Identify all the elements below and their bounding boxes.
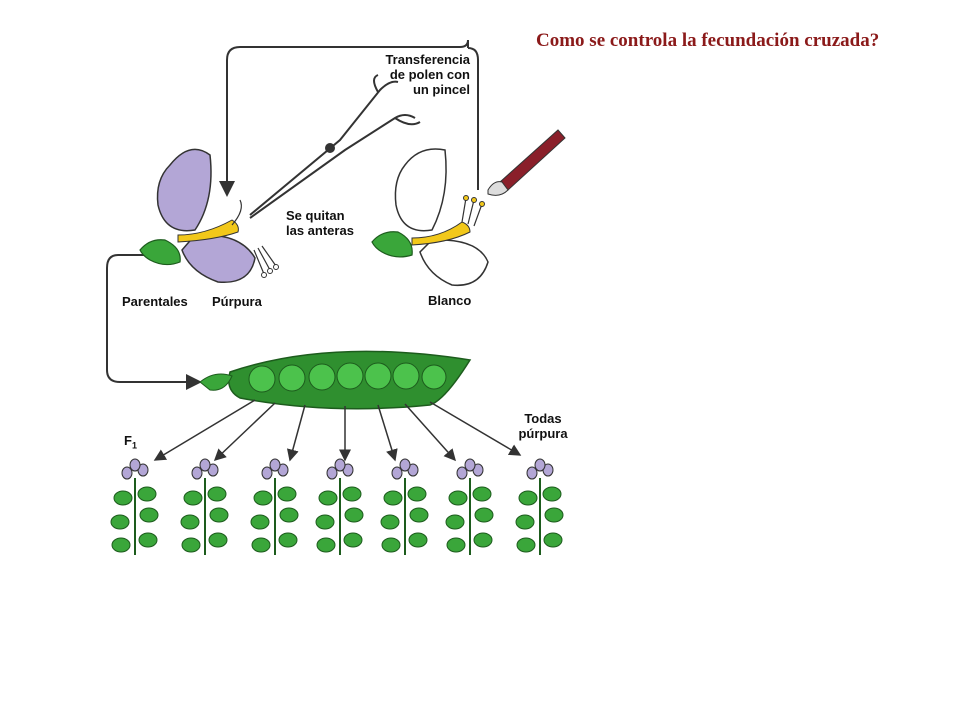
purple-flower-icon <box>139 148 279 284</box>
pea-plant-icon <box>380 458 429 555</box>
all-purple-label: Todas púrpura <box>512 411 574 441</box>
remove-anthers-line-1: Se quitan <box>286 208 345 223</box>
f1-plants-row <box>110 458 564 555</box>
paintbrush-icon <box>487 129 566 196</box>
pea-pod-icon <box>199 350 472 410</box>
remove-anthers-line-2: las anteras <box>286 223 354 238</box>
pea-plant-icon <box>110 458 159 555</box>
pea-plant-icon <box>250 458 299 555</box>
white-flower-icon <box>371 148 489 287</box>
transfer-connector-right <box>467 47 479 190</box>
parents-label: Parentales <box>122 294 188 309</box>
transfer-label: Transferencia de polen con un pincel <box>376 52 470 97</box>
f1-label: F1 <box>124 433 137 454</box>
pea-plant-icon <box>180 458 229 555</box>
pea-plant-icon <box>515 458 564 555</box>
scissors-icon <box>249 74 421 219</box>
all-purple-line-2: púrpura <box>518 426 568 441</box>
transfer-label-line-2: de polen con <box>389 67 470 82</box>
page-title: Como se controla la fecundación cruzada? <box>536 30 880 51</box>
white-label: Blanco <box>428 293 472 308</box>
transfer-label-line-3: un pincel <box>412 82 470 97</box>
f1-subscript: 1 <box>131 440 137 451</box>
offspring-arrows <box>153 399 522 462</box>
parent-to-pod-connector <box>106 254 202 390</box>
transfer-label-line-1: Transferencia <box>385 52 470 67</box>
purple-label: Púrpura <box>212 294 262 309</box>
f1-letter: F <box>124 433 132 448</box>
remove-anthers-label: Se quitan las anteras <box>286 208 354 238</box>
pea-plant-icon <box>315 458 364 555</box>
all-purple-line-1: Todas <box>524 411 562 426</box>
transfer-connector-line <box>219 39 469 197</box>
pea-plant-icon <box>445 458 494 555</box>
